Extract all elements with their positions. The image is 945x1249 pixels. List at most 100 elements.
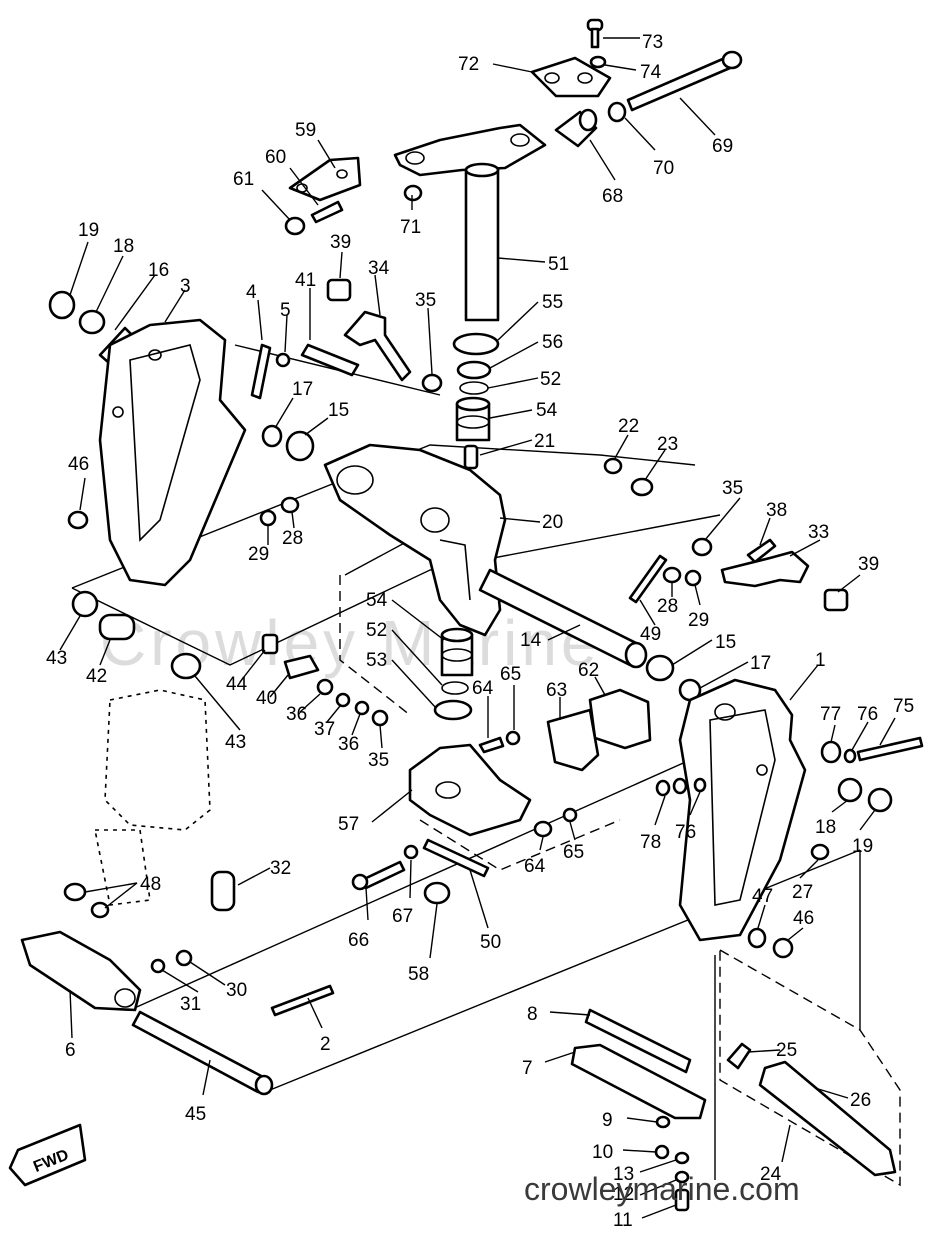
callout-33: 33: [808, 522, 829, 543]
part-59-plate: [288, 156, 362, 202]
callout-35-lower: 35: [368, 750, 389, 771]
callout-19-right: 19: [852, 836, 873, 857]
part-55-washer: [452, 332, 500, 356]
part-51-steering-shaft: [464, 162, 500, 322]
callout-64-b: 64: [524, 856, 546, 877]
part-62-trim-block: [588, 688, 652, 750]
part-31-washer: [150, 958, 166, 974]
part-tilt-motor-outline: [94, 689, 211, 906]
callout-16: 16: [148, 260, 169, 281]
callout-53: 53: [366, 650, 387, 671]
callout-19-left: 19: [78, 220, 99, 241]
callout-17-b: 17: [750, 653, 771, 674]
callout-44: 44: [226, 674, 248, 695]
callout-46-left: 46: [68, 454, 89, 475]
part-45-tilt-tube: [131, 1010, 274, 1096]
callout-40: 40: [256, 688, 277, 709]
part-66-bolt: [351, 860, 406, 891]
callout-52-top: 52: [540, 369, 561, 390]
part-25-clip: [726, 1042, 752, 1070]
part-70-washer: [607, 101, 627, 123]
part-52-oring: [459, 381, 489, 395]
callout-70: 70: [653, 158, 674, 179]
callout-13: 13: [613, 1164, 634, 1185]
callout-20: 20: [542, 512, 563, 533]
part-7-plate: [570, 1043, 707, 1120]
callout-67: 67: [392, 906, 413, 927]
part-42-collar: [98, 613, 136, 641]
part-19-bushing-left: [48, 290, 76, 320]
callout-43-b: 43: [225, 732, 246, 753]
part-76-spacer-b: [693, 777, 707, 793]
callout-32: 32: [270, 858, 291, 879]
part-68-fitting: [554, 108, 598, 148]
callout-9: 9: [602, 1110, 613, 1131]
callout-15-a: 15: [328, 400, 349, 421]
part-23-bolt: [630, 477, 654, 497]
part-72-clamp: [530, 56, 612, 98]
part-39-cap-top: [326, 278, 352, 302]
part-78-washers: [655, 777, 688, 797]
part-49-spring-rod: [628, 554, 668, 604]
part-40-plate: [283, 654, 320, 680]
part-73-bolt: [586, 18, 604, 49]
part-46-nut-right: [772, 937, 794, 959]
callout-50: 50: [480, 932, 501, 953]
callout-64-a: 64: [472, 678, 494, 699]
callout-71: 71: [400, 217, 421, 238]
part-11-bolt: [674, 1188, 690, 1212]
callout-22: 22: [618, 416, 639, 437]
callout-39-top: 39: [330, 232, 351, 253]
callout-72: 72: [458, 54, 479, 75]
callout-75: 75: [893, 696, 914, 717]
callout-76-a: 76: [857, 704, 878, 725]
callout-56: 56: [542, 332, 563, 353]
callout-74: 74: [640, 62, 662, 83]
callout-78: 78: [640, 832, 661, 853]
callout-73: 73: [642, 32, 663, 53]
callout-62: 62: [578, 660, 599, 681]
callout-23: 23: [657, 434, 678, 455]
callout-35-top: 35: [415, 290, 436, 311]
callout-numbers: 73 72 74 69 70 68 59 60 61 71 51 19 18 1…: [46, 32, 914, 1231]
callout-41: 41: [295, 270, 316, 291]
callout-43-a: 43: [46, 648, 67, 669]
part-10-screw: [654, 1144, 670, 1160]
callout-65-a: 65: [500, 664, 521, 685]
part-4-pin: [250, 343, 272, 400]
part-36-washer-b: [354, 700, 370, 716]
callout-26: 26: [850, 1090, 871, 1111]
forward-arrow: FWD: [8, 1123, 87, 1187]
part-50-strap: [422, 838, 490, 878]
callout-10: 10: [592, 1142, 613, 1163]
part-2-bolt: [270, 984, 335, 1017]
part-15-bushing-a: [285, 430, 315, 462]
callout-66: 66: [348, 930, 369, 951]
callout-38: 38: [766, 500, 787, 521]
part-28-pin-b: [662, 566, 682, 584]
part-26-lever-arm: [758, 1060, 897, 1177]
callout-35-right: 35: [722, 478, 743, 499]
part-43-bushing-b: [170, 652, 202, 680]
part-29-clip-a: [259, 509, 277, 527]
part-19-bushing-right: [867, 787, 893, 813]
callout-42: 42: [86, 666, 107, 687]
part-53-washer: [433, 699, 473, 721]
part-46-nut-left: [67, 510, 89, 530]
part-29-clip-b: [684, 569, 702, 587]
part-65-fitting-b: [562, 807, 578, 823]
part-54-bushing: [455, 396, 491, 442]
part-12-washer: [674, 1170, 690, 1184]
callout-7: 7: [522, 1058, 533, 1079]
callout-37: 37: [314, 719, 335, 740]
callout-11: 11: [613, 1210, 633, 1231]
callout-39-right: 39: [858, 554, 879, 575]
callout-47: 47: [752, 886, 773, 907]
callout-28-a: 28: [282, 528, 303, 549]
callout-57: 57: [338, 814, 359, 835]
part-41-rod: [300, 343, 360, 377]
part-27-nut: [810, 843, 830, 861]
callout-30: 30: [226, 980, 247, 1001]
callout-58: 58: [408, 964, 429, 985]
